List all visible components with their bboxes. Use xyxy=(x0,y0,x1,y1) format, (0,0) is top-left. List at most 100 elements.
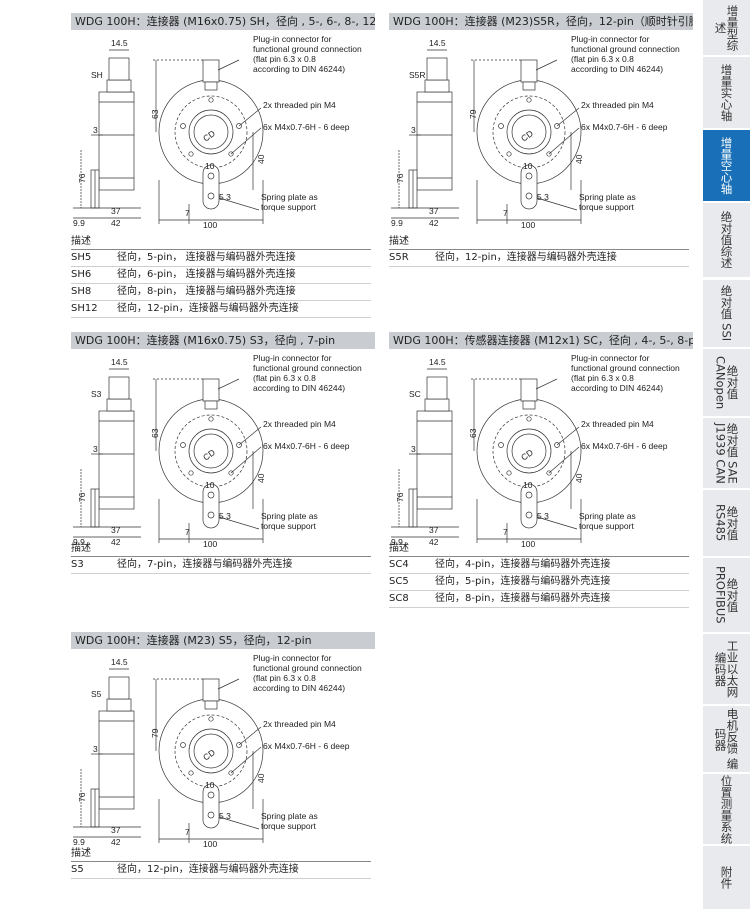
dim-40: 40 xyxy=(574,473,584,483)
dim-10: 10 xyxy=(205,161,215,171)
dim-5-3: 5.3 xyxy=(537,511,549,521)
front-connector xyxy=(202,59,220,83)
sidebar-tab-7[interactable]: 绝对值 SAE J1939 CAN xyxy=(703,418,750,488)
note-holes: 6x M4x0.7-6H - 6 deep xyxy=(263,122,350,132)
side-view-body xyxy=(98,410,135,510)
sidebar-tab-8[interactable]: 绝对值 RS485 xyxy=(703,490,750,556)
note-holes: 6x M4x0.7-6H - 6 deep xyxy=(581,122,668,132)
sidebar-tab-5[interactable]: 绝对值 SSI xyxy=(703,280,750,347)
order-code: SH5 xyxy=(71,252,92,263)
dim-14-5: 14.5 xyxy=(111,657,128,667)
note-plug-4: according to DIN 46244) xyxy=(253,683,345,693)
dim-100: 100 xyxy=(203,220,217,230)
dim-37: 37 xyxy=(111,825,121,835)
technical-drawing: CD 14.5 S5 3 76 9.9 37 42 79 10 40 5.3 7… xyxy=(73,653,362,849)
section-s5: WDG 100H：连接器 (M23) S5，径向，12-pin xyxy=(71,632,375,902)
note-spring-1: Spring plate as xyxy=(579,511,636,521)
order-description: 径向，8-pin，连接器与编码器外壳连接 xyxy=(435,593,611,604)
note-plug-2: functional ground connection xyxy=(253,663,362,673)
note-holes: 6x M4x0.7-6H - 6 deep xyxy=(263,741,350,751)
dim-40: 40 xyxy=(574,154,584,164)
front-connector xyxy=(202,378,220,402)
dim-3: 3 xyxy=(411,125,416,135)
dim-9-9: 9.9 xyxy=(391,218,403,228)
sidebar-tab-11[interactable]: 电机反馈 编码器 xyxy=(703,706,750,772)
sidebar-tab-4[interactable]: 绝对值综述 xyxy=(703,203,750,277)
spring-plate xyxy=(202,783,220,829)
front-connector xyxy=(520,59,538,83)
note-holes: 6x M4x0.7-6H - 6 deep xyxy=(263,441,350,451)
order-code: SC4 xyxy=(389,559,409,570)
note-plug-3: (flat pin 6.3 x 0.8 xyxy=(253,673,316,683)
note-thread: 2x threaded pin M4 xyxy=(263,419,336,429)
note-plug-2: functional ground connection xyxy=(253,363,362,373)
dim-42: 42 xyxy=(429,537,439,547)
dim-40: 40 xyxy=(256,473,266,483)
note-spring-1: Spring plate as xyxy=(579,192,636,202)
sidebar-tab-12[interactable]: 位置测量系统 xyxy=(703,774,750,844)
note-spring-1: Spring plate as xyxy=(261,511,318,521)
sidebar-tab-label: 绝对值 SSI xyxy=(719,285,734,342)
note-spring-1: Spring plate as xyxy=(261,811,318,821)
dim-76: 76 xyxy=(395,173,405,183)
dim-40: 40 xyxy=(256,154,266,164)
variant-label: S3 xyxy=(91,389,102,399)
note-plug-2: functional ground connection xyxy=(253,44,362,54)
order-code: S5R xyxy=(389,252,409,263)
front-connector xyxy=(520,378,538,402)
dim-height: 63 xyxy=(150,109,160,119)
spring-plate xyxy=(520,483,538,529)
description-header: 描述 xyxy=(389,542,689,557)
sidebar-tab-2[interactable]: 增量实心轴 xyxy=(703,57,750,128)
sidebar-tab-6[interactable]: 绝对值 CANopen xyxy=(703,349,750,416)
variant-label: SH xyxy=(91,70,103,80)
category-sidebar: 增量型综述增量实心轴增量空心轴绝对值综述绝对值 SSI 绝对值 CANopen 绝对… xyxy=(703,0,750,909)
order-code: SH6 xyxy=(71,269,92,280)
sidebar-tab-label: 绝对值 SAE J1939 CAN xyxy=(713,422,740,484)
side-view-body xyxy=(416,91,453,191)
technical-drawing: CD 14.5 S5R 3 76 9.9 37 42 79 10 40 5.3 … xyxy=(391,34,680,230)
sidebar-tab-10[interactable]: 工业以太网 编码器 xyxy=(703,634,750,704)
description-header: 描述 xyxy=(389,235,689,250)
sidebar-tab-label: 绝对值 CANopen xyxy=(713,355,740,410)
side-connector xyxy=(108,676,130,700)
order-description: 径向，12-pin，连接器与编码器外壳连接 xyxy=(117,303,299,314)
order-code: S5 xyxy=(71,864,84,875)
side-connector xyxy=(108,376,130,400)
dim-100: 100 xyxy=(521,220,535,230)
dim-height: 63 xyxy=(150,428,160,438)
sidebar-tab-1[interactable]: 增量型综述 xyxy=(703,0,750,55)
note-spring-2: torque support xyxy=(261,521,316,531)
dim-7: 7 xyxy=(503,208,508,218)
dim-9-9: 9.9 xyxy=(73,537,85,547)
sidebar-tab-9[interactable]: 绝对值 PROFIBUS xyxy=(703,558,750,632)
spring-plate xyxy=(202,164,220,210)
dim-10: 10 xyxy=(523,161,533,171)
order-description: 径向，5-pin，连接器与编码器外壳连接 xyxy=(435,576,611,587)
side-view-body xyxy=(416,410,453,510)
spring-plate xyxy=(202,483,220,529)
spring-plate xyxy=(520,164,538,210)
side-connector xyxy=(108,57,130,81)
sidebar-tab-label: 绝对值 PROFIBUS xyxy=(713,566,740,624)
sidebar-tab-label: 附件 xyxy=(719,866,734,889)
description-header: 描述 xyxy=(71,847,371,862)
section-title: WDG 100H：传感器连接器 (M12x1) SC，径向 , 4-, 5-, … xyxy=(389,332,693,349)
dim-76: 76 xyxy=(77,173,87,183)
sidebar-tab-3[interactable]: 增量空心轴 xyxy=(703,130,750,201)
technical-drawing: CD 14.5 SC 3 76 9.9 37 42 63 10 40 5.3 7… xyxy=(391,353,680,549)
sidebar-tab-13[interactable]: 附件 xyxy=(703,846,750,909)
note-thread: 2x threaded pin M4 xyxy=(581,100,654,110)
variant-label: S5R xyxy=(409,70,426,80)
note-plug-2: functional ground connection xyxy=(571,44,680,54)
section-title: WDG 100H：连接器 (M16x0.75) S3，径向 , 7-pin xyxy=(71,332,375,349)
note-plug-1: Plug-in connector for xyxy=(253,653,332,663)
